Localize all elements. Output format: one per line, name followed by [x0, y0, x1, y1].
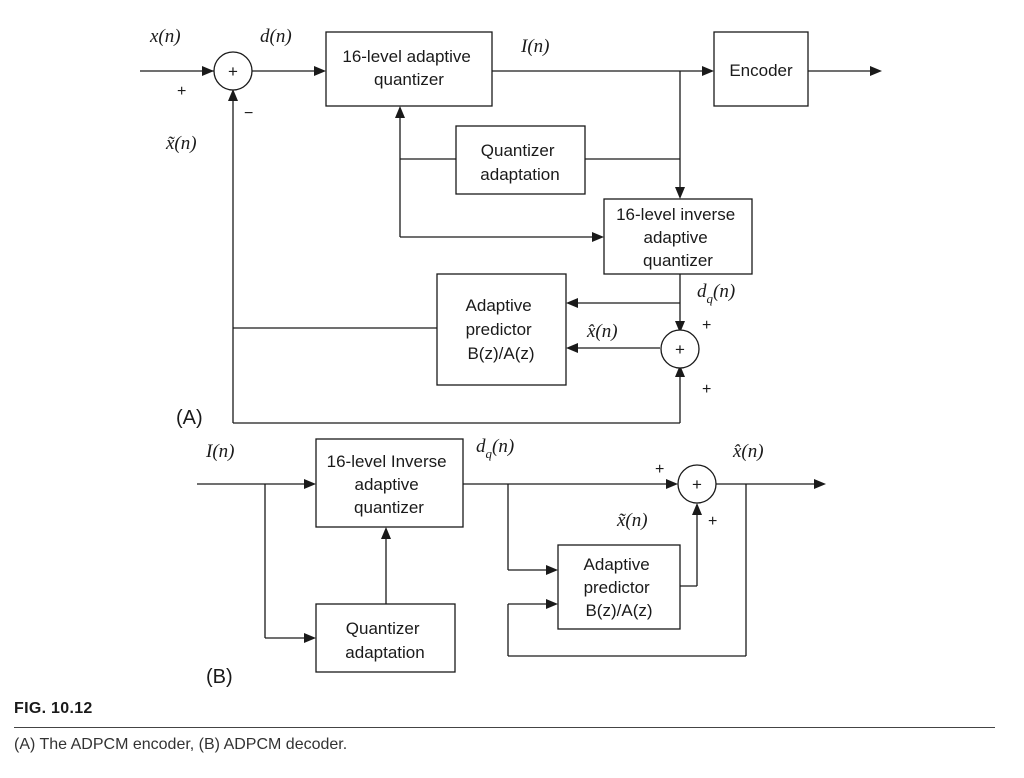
- quantizer-adaptation-block: [455, 125, 586, 195]
- caption-divider: [14, 727, 995, 728]
- output-summing-junction: [677, 464, 717, 504]
- quantizer-adaptation-label-line: Quantizer: [346, 619, 420, 638]
- arrowhead: [566, 343, 578, 353]
- inverse-quantizer-block: [315, 438, 464, 528]
- arrowhead: [314, 66, 326, 76]
- arrowhead: [666, 479, 678, 489]
- quantizer-adaptation-label: Quantizer adaptation: [480, 141, 559, 184]
- summing-junction-symbol: +: [692, 475, 702, 494]
- sign-plus: +: [655, 461, 664, 478]
- arrowhead: [228, 89, 238, 101]
- adaptive-quantizer-label-line: 16-level adaptive: [342, 47, 471, 66]
- inverse-quantizer-label-line: quantizer: [354, 498, 424, 517]
- inverse-quantizer-label: 16-level inverse adaptive quantizer: [616, 205, 740, 270]
- adaptive-predictor-label-line: predictor: [584, 578, 650, 597]
- quantizer-adaptation-block: [315, 603, 456, 673]
- inverse-quantizer-label-line: quantizer: [643, 251, 713, 270]
- arrowhead: [675, 187, 685, 199]
- arrowhead: [546, 565, 558, 575]
- arrowhead: [870, 66, 882, 76]
- signal-label-x: x(n): [149, 26, 181, 47]
- adaptive-quantizer-block: [325, 31, 493, 107]
- decoder-wires: [197, 483, 818, 657]
- adaptive-quantizer-label: 16-level adaptive quantizer: [342, 47, 475, 89]
- inverse-quantizer-label-line: 16-level inverse: [616, 205, 735, 224]
- encoder-block-label: Encoder: [729, 61, 793, 80]
- encoder-diagram: 16-level adaptive quantizer Encoder Quan…: [140, 26, 882, 429]
- adaptive-predictor-label-line: predictor: [466, 320, 532, 339]
- signal-label-x-hat: x̂(n): [732, 441, 764, 462]
- encoder-arrowheads: [202, 66, 882, 377]
- adpcm-block-diagram: 16-level adaptive quantizer Encoder Quan…: [140, 26, 882, 688]
- adaptive-quantizer-label-line: quantizer: [374, 70, 444, 89]
- signal-label-dq-subscript: q: [486, 446, 493, 461]
- figure-caption: (A) The ADPCM encoder, (B) ADPCM decoder…: [14, 736, 348, 753]
- encoder-block: [713, 31, 809, 107]
- adaptive-predictor-label-line: Adaptive: [584, 555, 650, 574]
- arrowhead: [395, 106, 405, 118]
- encoder-wires: [140, 70, 872, 424]
- arrowhead: [814, 479, 826, 489]
- figure-number: FIG. 10.12: [14, 700, 93, 717]
- quantizer-adaptation-label-line: adaptation: [480, 165, 559, 184]
- signal-label-dq-arg: (n): [492, 436, 514, 457]
- adaptive-predictor-label-line: Adaptive: [466, 296, 532, 315]
- signal-label-dq-subscript: q: [707, 291, 714, 306]
- signal-label-I: I(n): [520, 36, 549, 57]
- adaptive-predictor-label: Adaptive predictor B(z)/A(z): [584, 555, 655, 620]
- reconstruction-summing-junction: [660, 329, 700, 369]
- signal-label-dq-base: d: [476, 436, 486, 457]
- panel-label-b: (B): [206, 666, 233, 688]
- signal-label-dq: dq(n): [697, 281, 735, 306]
- quantizer-adaptation-label-line: adaptation: [345, 643, 424, 662]
- arrowhead: [692, 503, 702, 515]
- signal-label-dq-arg: (n): [713, 281, 735, 302]
- arrowhead: [304, 479, 316, 489]
- adaptive-predictor-label: Adaptive predictor B(z)/A(z): [466, 296, 537, 363]
- arrowhead: [675, 365, 685, 377]
- signal-label-dq-base: d: [697, 281, 707, 302]
- arrowhead: [202, 66, 214, 76]
- inverse-quantizer-block: [603, 198, 753, 275]
- quantizer-adaptation-label: Quantizer adaptation: [345, 619, 424, 662]
- arrowhead: [566, 298, 578, 308]
- sign-plus: +: [177, 83, 186, 100]
- inverse-quantizer-label: 16-level Inverse adaptive quantizer: [327, 452, 452, 517]
- sign-plus: +: [708, 513, 717, 530]
- adaptive-predictor-label-line: B(z)/A(z): [585, 601, 652, 620]
- arrowhead: [592, 232, 604, 242]
- decoder-diagram: 16-level Inverse adaptive quantizer Quan…: [197, 436, 826, 688]
- signal-label-x-hat: x̂(n): [586, 321, 618, 342]
- inverse-quantizer-label-line: adaptive: [643, 228, 707, 247]
- arrowhead: [702, 66, 714, 76]
- panel-label-a: (A): [176, 407, 203, 429]
- adaptive-predictor-label-line: B(z)/A(z): [467, 344, 534, 363]
- adaptive-predictor-block: [436, 273, 567, 386]
- input-summing-junction: [213, 51, 253, 91]
- summing-junction-symbol: +: [228, 62, 238, 81]
- arrowhead: [381, 527, 391, 539]
- signal-label-x-tilde: x̃(n): [165, 133, 197, 154]
- summing-junction-symbol: +: [675, 340, 685, 359]
- sign-plus: +: [702, 381, 711, 398]
- sign-plus: +: [702, 317, 711, 334]
- sign-minus: −: [244, 105, 253, 122]
- quantizer-adaptation-label-line: Quantizer: [481, 141, 555, 160]
- arrowhead: [675, 321, 685, 333]
- signal-label-I: I(n): [205, 441, 234, 462]
- inverse-quantizer-label-line: 16-level Inverse: [327, 452, 447, 471]
- adaptive-predictor-block: [557, 544, 681, 630]
- signal-label-dq: dq(n): [476, 436, 514, 461]
- arrowhead: [304, 633, 316, 643]
- decoder-arrowheads: [304, 479, 826, 643]
- signal-label-x-tilde: x̃(n): [616, 510, 648, 531]
- arrowhead: [546, 599, 558, 609]
- inverse-quantizer-label-line: adaptive: [354, 475, 418, 494]
- signal-label-d: d(n): [260, 26, 292, 47]
